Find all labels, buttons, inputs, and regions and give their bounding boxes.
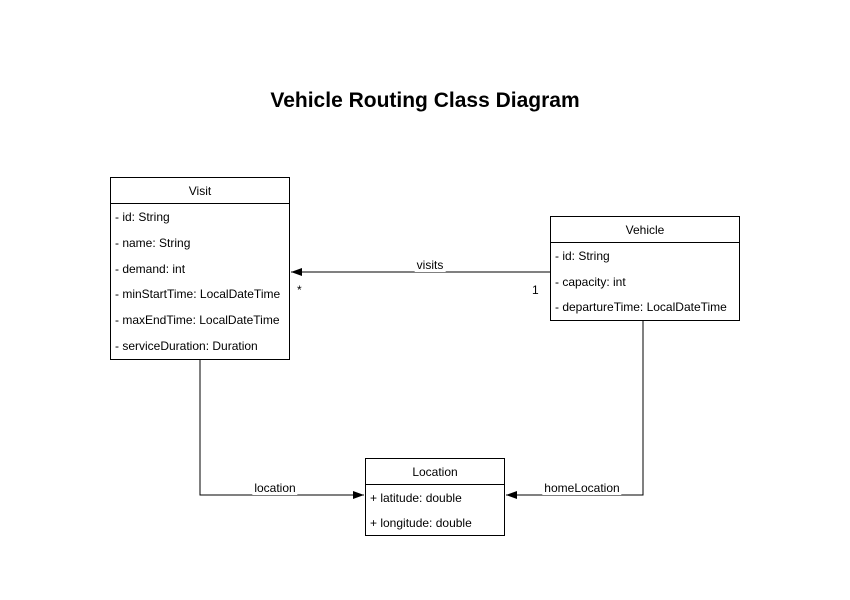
class-attribute: - departureTime: LocalDateTime: [555, 300, 727, 315]
multiplicity-visits-source: 1: [532, 283, 539, 297]
class-visit-attributes: - id: String - name: String - demand: in…: [111, 204, 289, 359]
class-vehicle-attributes: - id: String - capacity: int - departure…: [551, 243, 739, 320]
association-homelocation-line: [506, 321, 644, 499]
class-location-attributes: + latitude: double + longitude: double: [366, 485, 504, 535]
multiplicity-visits-target: *: [297, 283, 302, 297]
class-attribute: - demand: int: [115, 261, 186, 276]
class-attribute: - id: String: [555, 248, 610, 263]
class-attribute: - maxEndTime: LocalDateTime: [115, 313, 280, 328]
class-visit-name: Visit: [111, 178, 289, 204]
class-vehicle-name: Vehicle: [551, 217, 739, 243]
class-attribute: - minStartTime: LocalDateTime: [115, 287, 281, 302]
association-location-line: [199, 360, 364, 499]
association-homelocation-label: homeLocation: [542, 481, 622, 495]
class-attribute: - id: String: [115, 209, 170, 224]
class-attribute: - serviceDuration: Duration: [115, 339, 258, 354]
class-location: Location + latitude: double + longitude:…: [365, 458, 505, 536]
class-vehicle: Vehicle - id: String - capacity: int - d…: [550, 216, 740, 321]
association-visits-label: visits: [414, 258, 446, 272]
class-location-name: Location: [366, 459, 504, 485]
class-attribute: + latitude: double: [370, 490, 462, 505]
class-visit: Visit - id: String - name: String - dema…: [110, 177, 290, 360]
association-location-label: location: [252, 481, 298, 495]
class-attribute: - capacity: int: [555, 274, 626, 289]
page-title: Vehicle Routing Class Diagram: [270, 89, 580, 112]
class-attribute: + longitude: double: [370, 515, 472, 530]
class-attribute: - name: String: [115, 235, 191, 250]
